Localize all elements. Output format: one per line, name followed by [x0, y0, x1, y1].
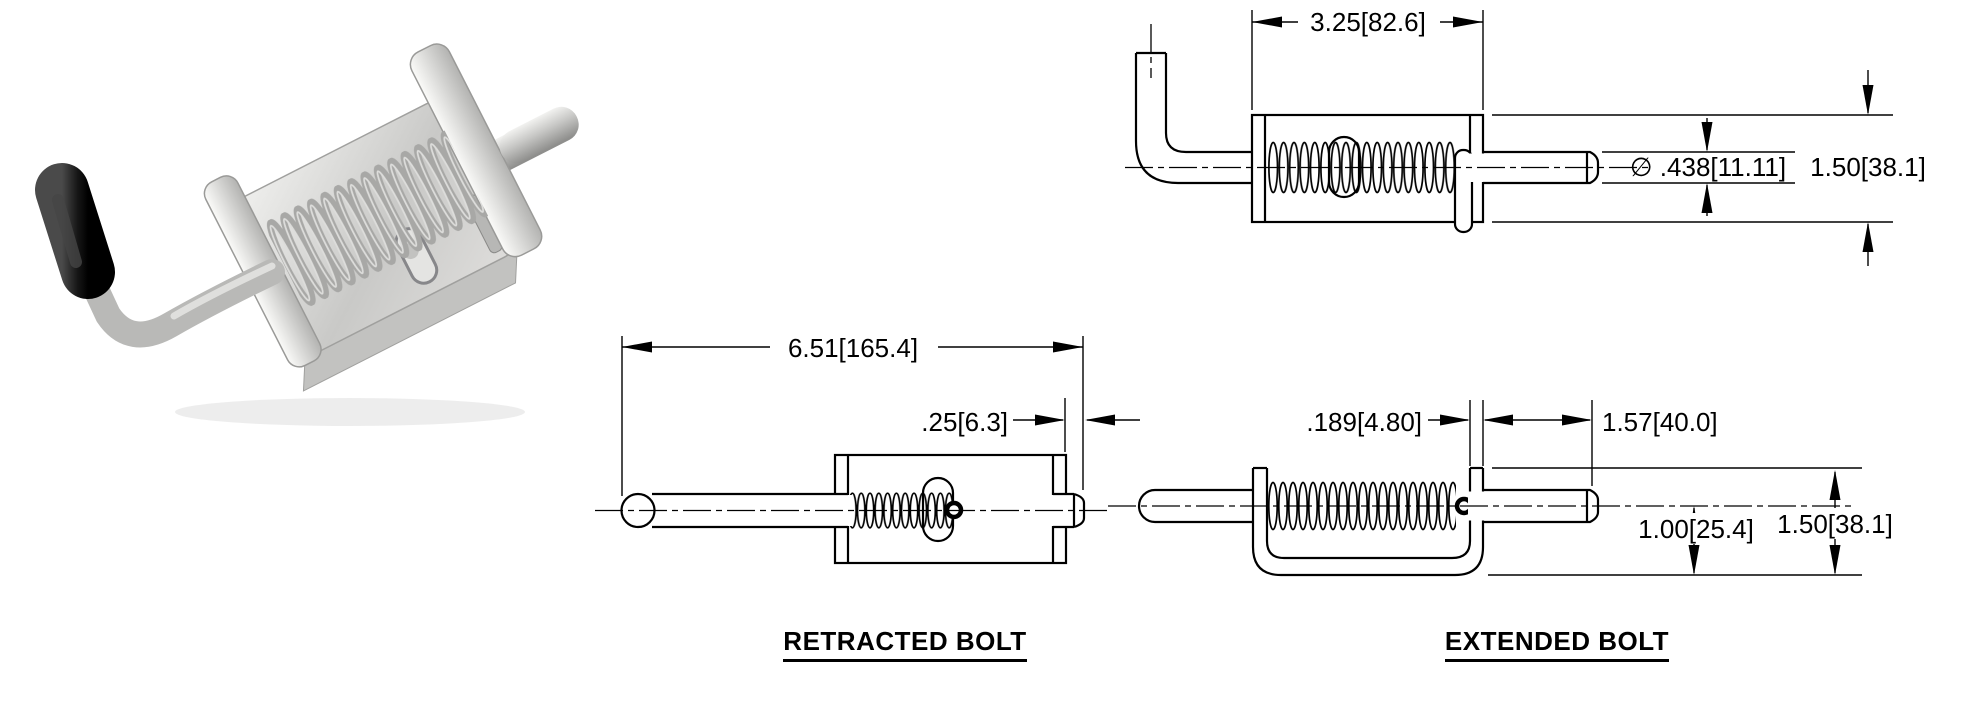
side-view-drawing: 3.25[82.6] ∅ .438[11.11] 1.50[38.1]: [1125, 7, 1930, 266]
dim-overall-length: 6.51[165.4]: [621, 333, 1084, 496]
spring-coil: [262, 130, 489, 309]
dim-text-bolt-throw: 1.57[40.0]: [1602, 407, 1718, 437]
extended-bolt-label-text: EXTENDED BOLT: [1444, 626, 1670, 662]
side-view-handle: [1134, 51, 1252, 185]
retracted-bolt-label-text: RETRACTED BOLT: [783, 626, 1027, 662]
product-photo: [35, 43, 579, 426]
stop-pin-drawing: [1453, 148, 1474, 234]
dim-text-body-width: 3.25[82.6]: [1310, 7, 1426, 37]
dim-text-body-height: 1.50[38.1]: [1810, 152, 1926, 182]
dim-bolt-diameter: ∅ .438[11.11]: [1602, 118, 1795, 216]
dim-body-width: 3.25[82.6]: [1251, 7, 1484, 110]
handle-rubber-cap: [35, 163, 115, 299]
latch-handle: [35, 163, 285, 348]
extended-view-drawing: .189[4.80] 1.57[40.0] 1.00[25.4] 1.50[38…: [1108, 400, 1897, 577]
dim-bolt-tip: .25[6.3]: [921, 398, 1140, 452]
bolt-rod-exit: [499, 106, 579, 164]
dim-text-bracket-thickness: .189[4.80]: [1306, 407, 1422, 437]
photo-shadow: [175, 398, 525, 426]
dim-text-overall-length: 6.51[165.4]: [788, 333, 918, 363]
dim-bracket-thickness: .189[4.80]: [1306, 400, 1484, 466]
u-bracket: [1251, 466, 1485, 577]
dim-bolt-throw: 1.57[40.0]: [1483, 400, 1718, 486]
dim-bracket-height: 1.50[38.1]: [1488, 467, 1897, 576]
retracted-bolt-label: RETRACTED BOLT: [700, 626, 1110, 662]
dim-center-height: 1.00[25.4]: [1634, 506, 1758, 575]
dim-text-bolt-diameter: ∅ .438[11.11]: [1630, 152, 1786, 182]
extended-bolt-label: EXTENDED BOLT: [1350, 626, 1764, 662]
dim-text-bolt-tip: .25[6.3]: [921, 407, 1008, 437]
retracted-view-drawing: 6.51[165.4] .25[6.3]: [595, 333, 1140, 565]
latch-assembly: [203, 43, 579, 392]
bolt-tip: [1483, 150, 1600, 185]
dim-text-bracket-height: 1.50[38.1]: [1777, 509, 1893, 539]
dim-body-height: 1.50[38.1]: [1492, 70, 1930, 266]
dim-text-center-height: 1.00[25.4]: [1638, 514, 1754, 544]
handle-rod: [1137, 488, 1253, 524]
